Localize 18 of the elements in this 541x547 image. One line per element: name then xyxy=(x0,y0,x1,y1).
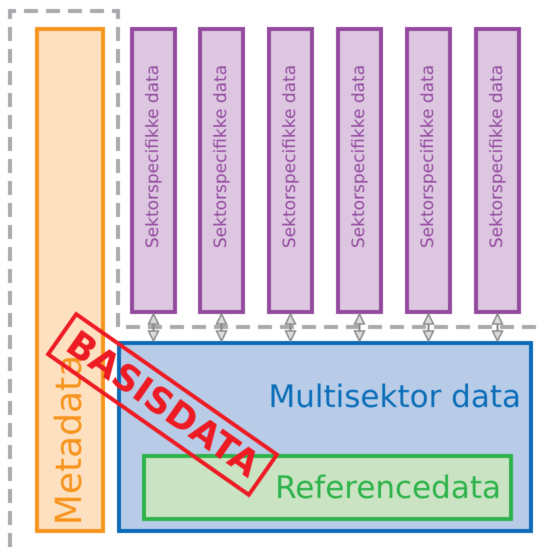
double-arrow xyxy=(422,313,434,342)
vertical-label: Sektorspecifikke data xyxy=(420,64,438,248)
vertical-label: Sektorspecifikke data xyxy=(145,64,162,248)
sector-data-column xyxy=(130,27,177,314)
double-arrow xyxy=(284,313,296,342)
vertical-label: Sektorspecifikke data xyxy=(351,64,368,248)
vertical-label: Sektorspecifikke data xyxy=(489,64,506,248)
vertical-label: Sektorspecifikke data xyxy=(282,64,300,248)
double-arrow xyxy=(216,313,228,342)
double-arrow xyxy=(354,313,366,342)
sector-data-column xyxy=(336,27,383,314)
sector-data-column xyxy=(405,27,452,314)
sector-data-column xyxy=(267,27,314,314)
double-arrow xyxy=(492,313,504,342)
sector-data-column xyxy=(474,27,521,314)
sector-data-column xyxy=(198,27,245,314)
double-arrow xyxy=(148,313,160,342)
vertical-label: Sektorspecifikke data xyxy=(213,64,230,248)
